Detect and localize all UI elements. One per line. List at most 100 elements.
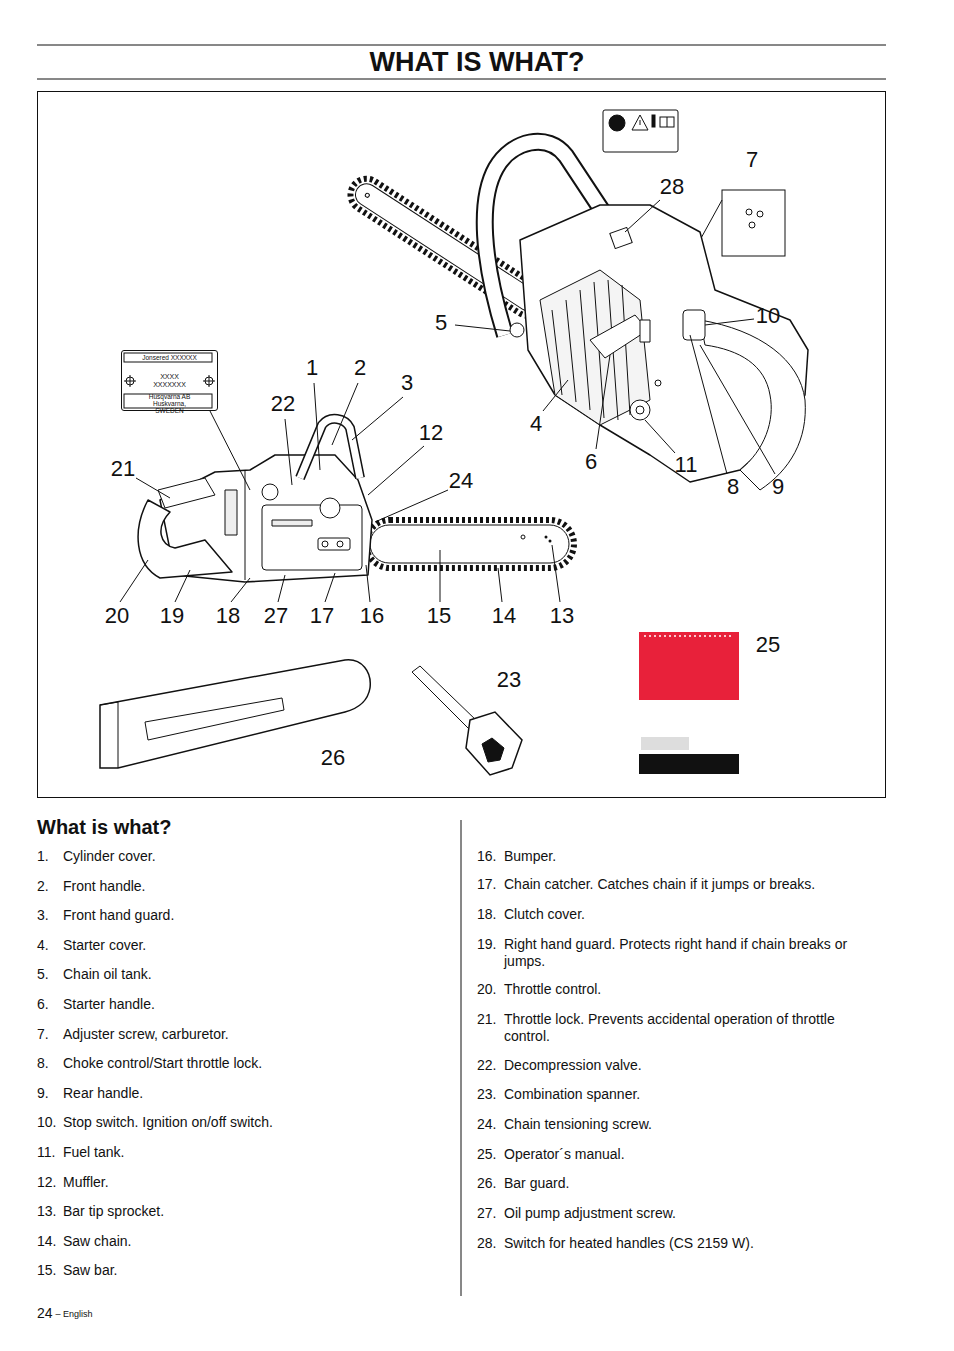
list-number: 17. [477, 876, 496, 893]
list-number: 23. [477, 1086, 496, 1103]
list-number: 1. [37, 848, 49, 865]
list-text: Bumper. [504, 848, 876, 865]
callout-number: 2 [354, 357, 366, 379]
list-number: 25. [477, 1146, 496, 1163]
list-text: Combination spanner. [504, 1086, 876, 1103]
callout-number: 19 [160, 605, 184, 627]
callout-number: 16 [360, 605, 384, 627]
callout-number: 20 [105, 605, 129, 627]
callout-number: 13 [550, 605, 574, 627]
list-text: Right hand guard. Protects right hand if… [504, 936, 876, 970]
callout-number: 22 [271, 393, 295, 415]
list-number: 22. [477, 1057, 496, 1074]
rule [37, 45, 886, 46]
callout-number: 21 [111, 458, 135, 480]
list-text: Throttle lock. Prevents accidental opera… [504, 1011, 876, 1045]
list-text: Decompression valve. [504, 1057, 876, 1074]
list-number: 10. [37, 1114, 56, 1131]
warning-icons [603, 110, 678, 152]
callout-number: 17 [310, 605, 334, 627]
list-text: Clutch cover. [504, 906, 876, 923]
list-number: 18. [477, 906, 496, 923]
callout-number: 28 [660, 176, 684, 198]
chainsaw-top [485, 142, 808, 490]
callout-number: 15 [427, 605, 451, 627]
callout-number: 8 [727, 476, 739, 498]
list-number: 24. [477, 1116, 496, 1133]
list-number: 15. [37, 1262, 56, 1279]
callout-number: 23 [497, 669, 521, 691]
callout-number: 18 [216, 605, 240, 627]
list-text: Saw chain. [63, 1233, 131, 1250]
list-text: Muffler. [63, 1174, 109, 1191]
callout-number: 5 [435, 312, 447, 334]
list-number: 12. [37, 1174, 56, 1191]
figure-frame [38, 92, 886, 798]
column-divider [461, 820, 462, 1296]
list-text: Oil pump adjustment screw. [504, 1205, 876, 1222]
list-text: Bar tip sprocket. [63, 1203, 164, 1220]
list-text: Saw bar. [63, 1262, 117, 1279]
list-number: 3. [37, 907, 49, 924]
callout-number: 11 [675, 454, 698, 476]
list-number: 5. [37, 966, 49, 983]
list-text: Starter cover. [63, 937, 146, 954]
callout-number: 6 [585, 451, 597, 473]
nameplate: Jonsered XXXXXX XXXX XXXXXXX Husqvarna AB … [121, 350, 218, 411]
list-text: Bar guard. [504, 1175, 876, 1192]
callout-number: 1 [306, 357, 318, 379]
page-number: 24 [37, 1305, 53, 1321]
chainsaw-side [138, 419, 372, 582]
list-text: Rear handle. [63, 1085, 143, 1102]
list-text: Choke control/Start throttle lock. [63, 1055, 262, 1072]
nameplate-brand: Jonsered XXXXXX [122, 354, 217, 361]
page-title: WHAT IS WHAT? [0, 47, 954, 78]
saw-bar-side [366, 520, 574, 568]
callout-number: 14 [492, 605, 516, 627]
nameplate-maker: Husqvarna AB Huskvarna, SWEDEN [142, 393, 198, 414]
saw-bar [344, 173, 550, 322]
nameplate-model: XXXX XXXXXXX [150, 373, 190, 389]
list-text: Chain catcher. Catches chain if it jumps… [504, 876, 876, 893]
callout-number: 3 [401, 372, 413, 394]
list-number: 6. [37, 996, 49, 1013]
list-number: 16. [477, 848, 496, 865]
list-number: 21. [477, 1011, 496, 1028]
spanner [412, 666, 522, 775]
list-text: Switch for heated handles (CS 2159 W). [504, 1235, 876, 1252]
list-number: 7. [37, 1026, 49, 1043]
list-number: 28. [477, 1235, 496, 1252]
list-text: Chain oil tank. [63, 966, 152, 983]
leader-lines [120, 200, 775, 602]
list-number: 4. [37, 937, 49, 954]
list-number: 13. [37, 1203, 56, 1220]
list-text: Adjuster screw, carburetor. [63, 1026, 229, 1043]
list-text: Fuel tank. [63, 1144, 124, 1161]
list-text: Cylinder cover. [63, 848, 156, 865]
list-number: 14. [37, 1233, 56, 1250]
callout-number: 9 [772, 476, 784, 498]
list-number: 11. [37, 1144, 55, 1161]
nameplate-marks [124, 353, 250, 490]
callout-number: 26 [321, 747, 345, 769]
page-language: – English [56, 1309, 93, 1319]
callout-number: 24 [449, 470, 473, 492]
bar-guard [100, 660, 370, 768]
list-number: 2. [37, 878, 49, 895]
callout-number: 7 [746, 149, 758, 171]
list-text: Operator´s manual. [504, 1146, 876, 1163]
list-number: 26. [477, 1175, 496, 1192]
list-number: 8. [37, 1055, 49, 1072]
callout-number: 4 [530, 413, 542, 435]
callout-number: 25 [756, 634, 780, 656]
rule [37, 79, 886, 80]
list-number: 20. [477, 981, 496, 998]
list-number: 19. [477, 936, 496, 953]
callout-number: 10 [756, 305, 780, 327]
operators-manual [639, 632, 739, 774]
list-text: Chain tensioning screw. [504, 1116, 876, 1133]
list-text: Front handle. [63, 878, 146, 895]
list-number: 27. [477, 1205, 496, 1222]
list-text: Starter handle. [63, 996, 155, 1013]
list-text: Stop switch. Ignition on/off switch. [63, 1114, 273, 1131]
